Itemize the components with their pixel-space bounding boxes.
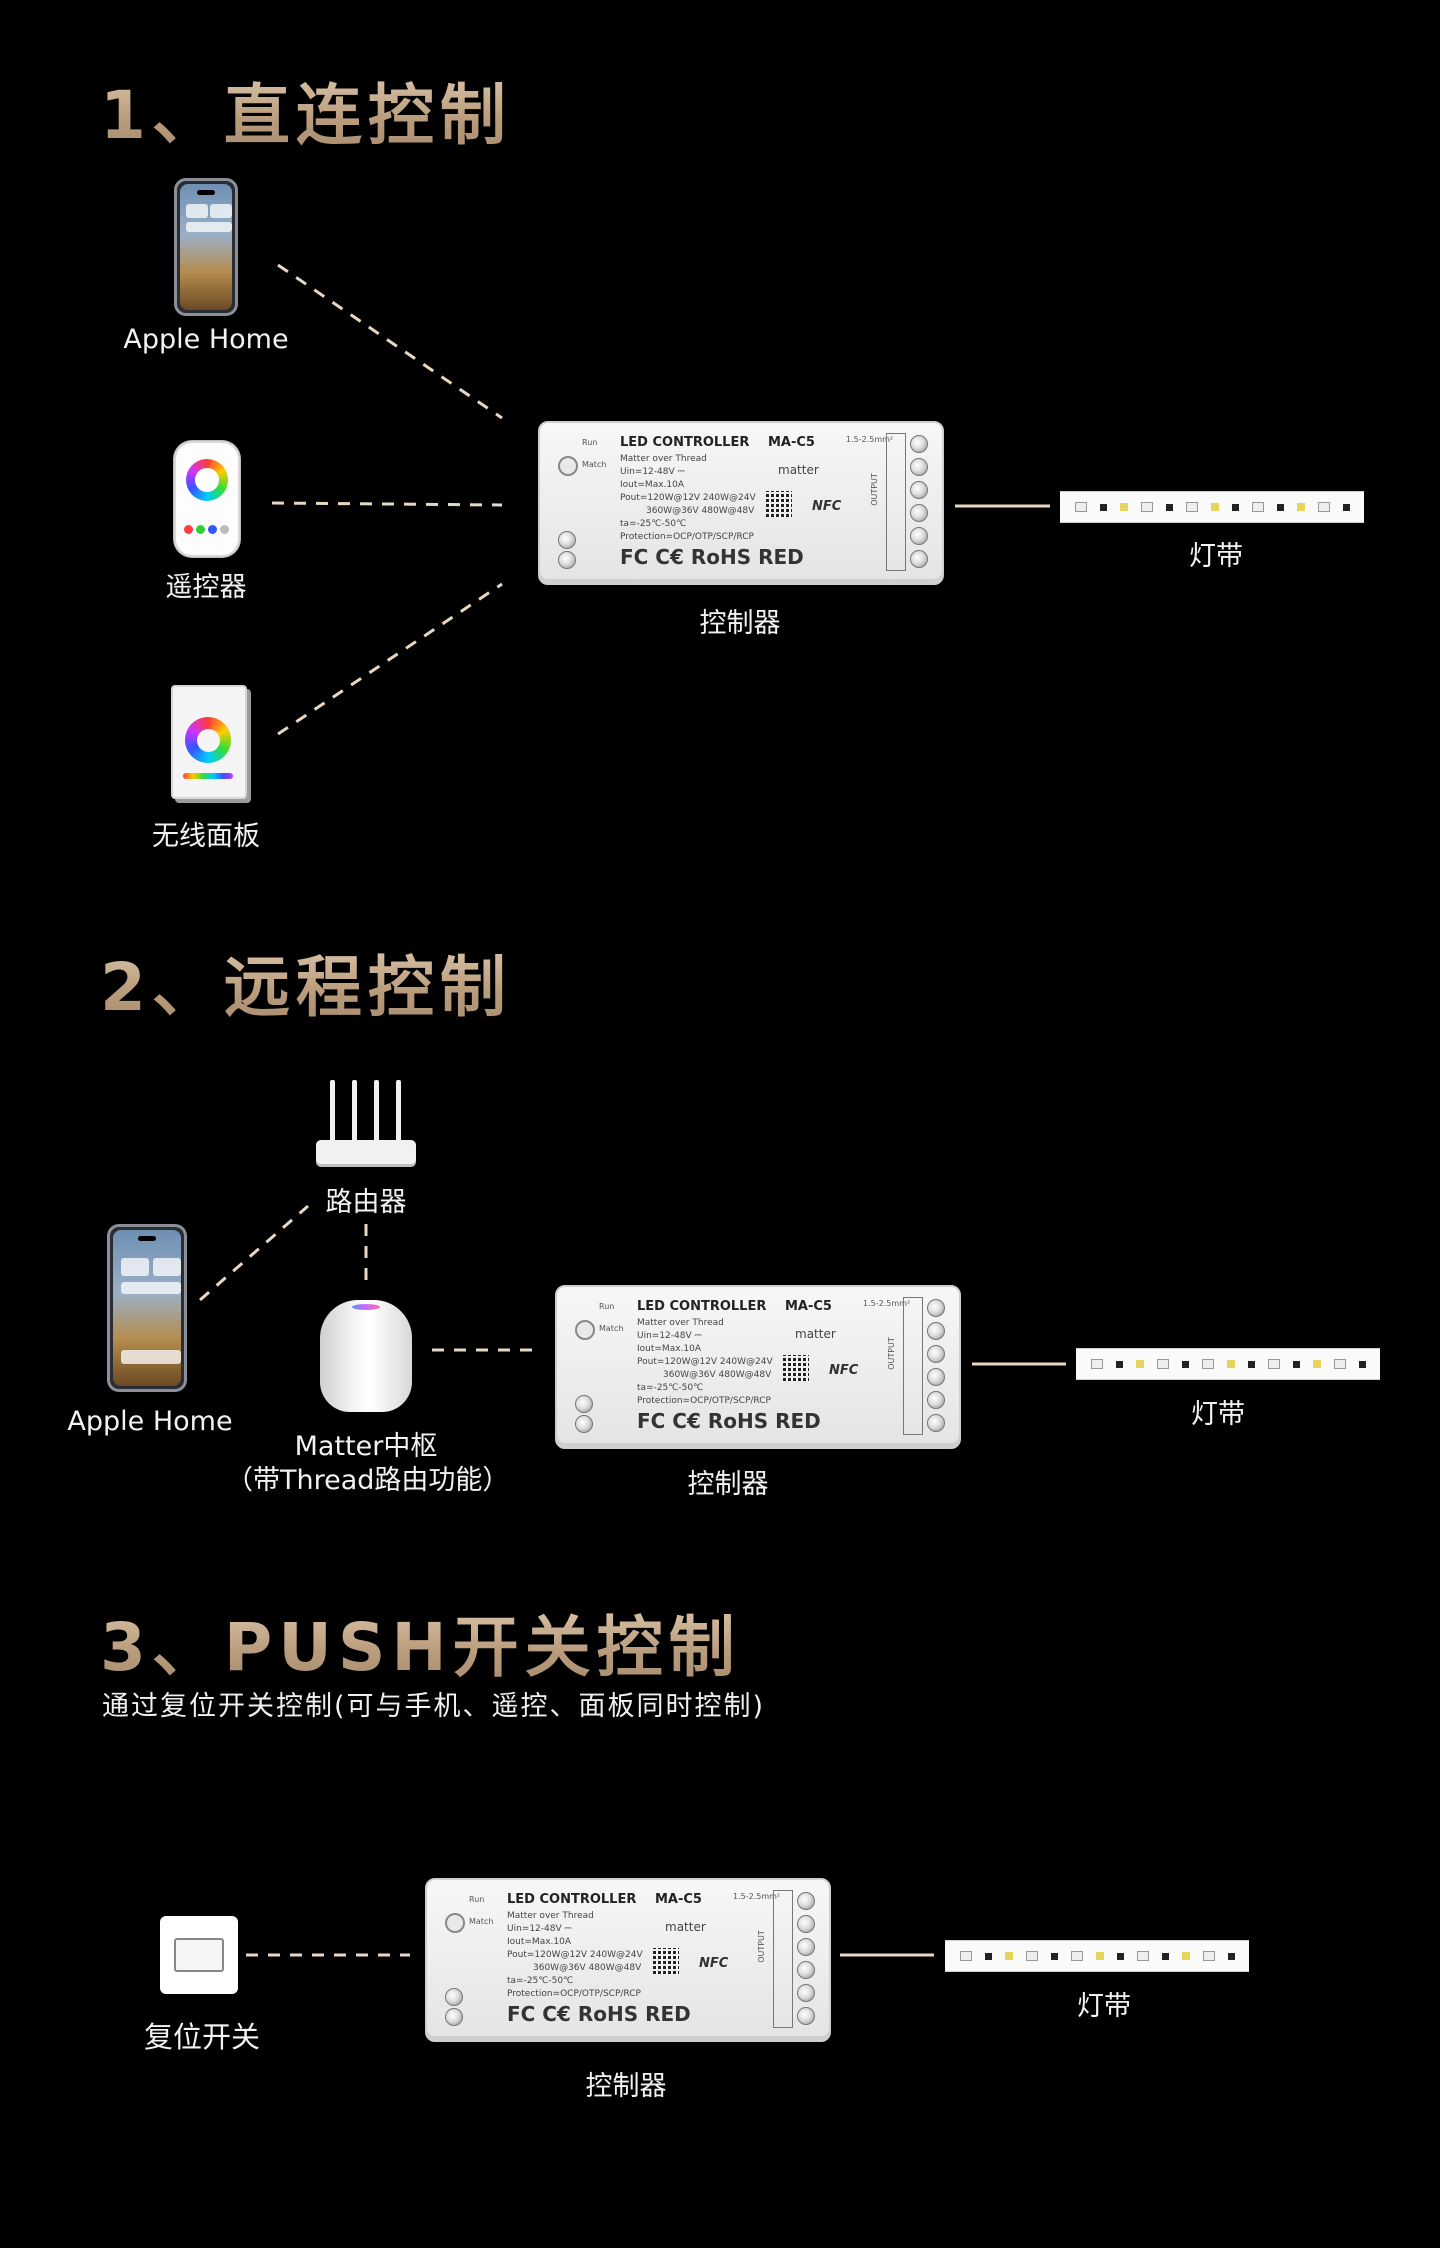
led-strip-image xyxy=(1060,491,1364,523)
router-image xyxy=(316,1080,416,1172)
apple-home-label: Apple Home xyxy=(123,324,289,355)
section-3-title: 3、PUSH开关控制 xyxy=(100,1594,741,1690)
section-2-title: 2、远程控制 xyxy=(100,934,512,1030)
phone-image xyxy=(174,178,238,316)
led-strip-label: 灯带 xyxy=(1189,541,1243,572)
link-remote-controller xyxy=(271,501,503,507)
link-apple-home-controller xyxy=(277,263,503,420)
matter-hub-sublabel: （带Thread路由功能） xyxy=(226,1465,510,1496)
remote-label: 遥控器 xyxy=(165,572,247,603)
link-phone-router xyxy=(199,1204,309,1302)
section-2-connectors xyxy=(199,1204,1066,1366)
controller-image: Run Match LED CONTROLLER MA-C5 Matter ov… xyxy=(538,421,944,585)
phone-image-2 xyxy=(107,1224,187,1392)
matter-hub-image xyxy=(320,1300,412,1412)
controller-image-2: Run Match LED CONTROLLER MA-C5 Matter ov… xyxy=(555,1285,961,1449)
section-3-subtitle: 通过复位开关控制(可与手机、遥控、面板同时控制) xyxy=(102,1691,766,1722)
wireless-panel-label: 无线面板 xyxy=(152,821,260,852)
controller-label: 控制器 xyxy=(699,608,781,639)
reset-switch-label: 复位开关 xyxy=(143,2020,260,2054)
section-1-title: 1、直连控制 xyxy=(100,62,512,158)
router-label: 路由器 xyxy=(325,1187,407,1218)
reset-switch-image xyxy=(160,1916,238,1994)
led-strip-image-3 xyxy=(945,1940,1249,1972)
remote-image xyxy=(174,441,240,557)
controller-image-3: Run Match LED CONTROLLER MA-C5 Matter ov… xyxy=(425,1878,831,2042)
led-strip-label-2: 灯带 xyxy=(1191,1399,1245,1430)
controller-label-3: 控制器 xyxy=(585,2071,667,2102)
section-1-connectors xyxy=(271,263,1050,736)
led-strip-image-2 xyxy=(1076,1348,1380,1380)
wireless-panel-image xyxy=(171,685,247,799)
apple-home-label-2: Apple Home xyxy=(67,1406,233,1437)
link-panel-controller xyxy=(277,582,503,736)
matter-hub-label: Matter中枢 xyxy=(294,1431,438,1462)
led-strip-label-3: 灯带 xyxy=(1077,1991,1131,2022)
controller-label-2: 控制器 xyxy=(687,1469,769,1500)
section-3-connectors xyxy=(246,1953,934,1957)
